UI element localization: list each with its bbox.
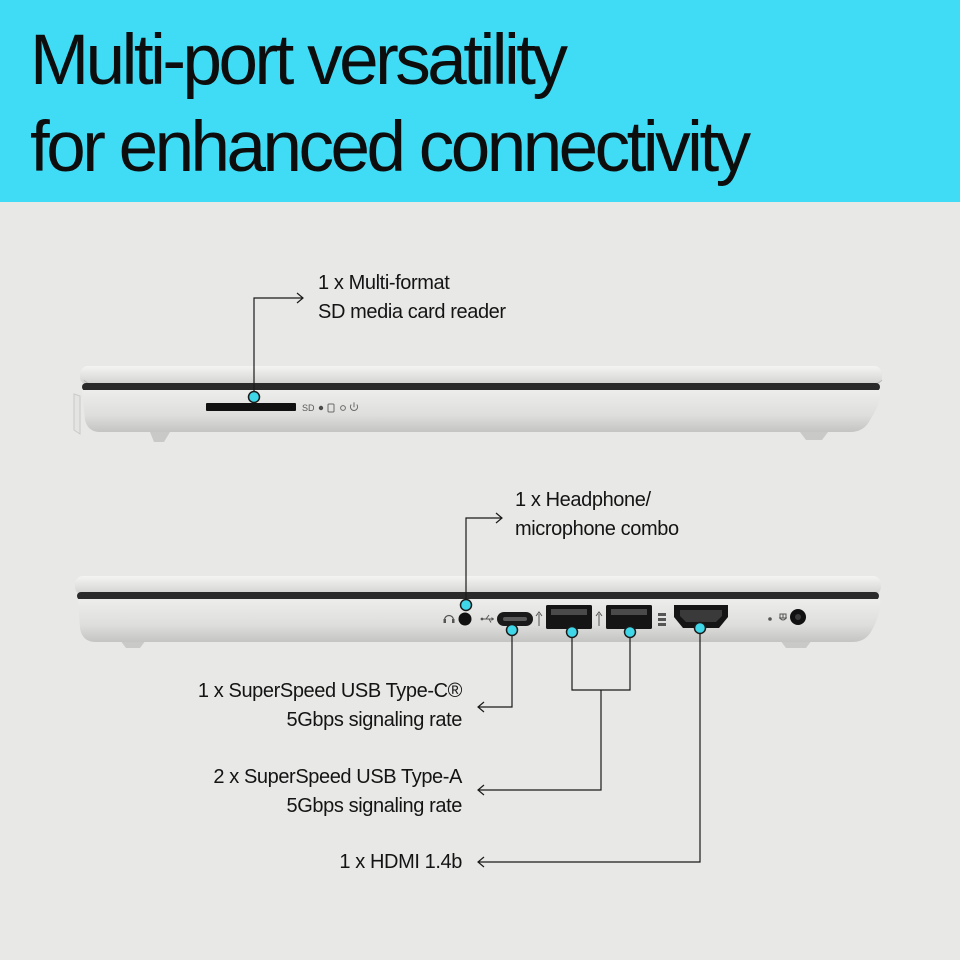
leader-lines — [253, 292, 701, 868]
sd-card-slot — [206, 403, 296, 411]
sd-reader-line-2: SD media card reader — [318, 301, 506, 323]
side-bezel-gap — [77, 592, 879, 600]
sd-leader-arrow — [296, 292, 304, 304]
usb-a-line-2: 5Gbps signaling rate — [286, 795, 463, 817]
headphone-line-1: 1 x Headphone/ — [515, 489, 651, 511]
usb-a-line-1: 2 x SuperSpeed USB Type-A — [213, 766, 462, 788]
hdmi-leader-line — [478, 630, 701, 863]
front-bezel-gap — [82, 383, 880, 391]
headphone-icon — [443, 614, 455, 623]
hdmi-icon — [658, 613, 666, 626]
led-indicator-icon — [318, 405, 324, 411]
side-lid — [75, 576, 881, 595]
usb-c-line-1: 1 x SuperSpeed USB Type-C® — [197, 680, 463, 702]
charging-indicator-icon — [340, 405, 346, 411]
usb-a-leader-arrow — [477, 784, 485, 796]
laptop-side-view — [75, 576, 881, 648]
sd-slot-label: SD — [302, 403, 315, 413]
sd-reader-line-1: 1 x Multi-format — [318, 272, 450, 294]
front-foot-right — [800, 432, 828, 440]
usb-a-marker-2 — [623, 625, 637, 639]
storage-icon — [327, 403, 335, 413]
usb-a-port-2 — [606, 605, 652, 629]
usb-a-port-1 — [546, 605, 592, 629]
headphone-callout: 1 x Headphone/ microphone combo — [515, 486, 679, 544]
sd-leader-line — [253, 297, 303, 397]
laptop-front-view: SD — [73, 366, 883, 442]
usb-c-leader-arrow — [477, 701, 485, 713]
power-led — [768, 617, 772, 621]
usb-a-callout: 2 x SuperSpeed USB Type-A 5Gbps signalin… — [213, 763, 462, 821]
headline-banner: Multi-port versatility for enhanced conn… — [0, 0, 960, 202]
power-icon — [349, 402, 359, 411]
sd-marker — [247, 390, 261, 404]
headphone-leader-arrow — [495, 512, 503, 524]
audio-jack — [458, 612, 472, 626]
side-base — [78, 599, 881, 642]
usb-a-leader-line — [478, 690, 602, 791]
usb-c-marker — [505, 623, 519, 637]
port-markers — [247, 390, 707, 639]
usb-icon — [480, 614, 494, 623]
hdmi-line-1: 1 x HDMI 1.4b — [339, 851, 462, 873]
hdmi-marker — [693, 621, 707, 635]
headline-line-1: Multi-port versatility — [30, 21, 568, 100]
power-adapter-icon — [779, 613, 787, 621]
front-hinge — [73, 393, 81, 435]
superspeed-icon — [535, 611, 543, 626]
usb-c-callout: 1 x SuperSpeed USB Type-C® 5Gbps signali… — [197, 677, 463, 735]
usb-c-leader-line — [478, 630, 513, 708]
superspeed-icon-2 — [595, 611, 603, 626]
front-foot-left — [150, 432, 170, 442]
hdmi-callout: 1 x HDMI 1.4b — [339, 848, 462, 877]
sd-reader-callout: 1 x Multi-format SD media card reader — [318, 269, 506, 327]
usb-c-line-2: 5Gbps signaling rate — [286, 709, 463, 731]
headline-line-2: for enhanced connectivity — [30, 108, 751, 187]
usb-a-marker-1 — [565, 625, 579, 639]
front-lid — [80, 366, 882, 385]
headphone-line-2: microphone combo — [515, 518, 679, 540]
headphone-leader-line — [465, 517, 502, 605]
front-base — [82, 390, 881, 432]
hdmi-leader-arrow — [477, 856, 485, 868]
headphone-marker — [459, 598, 473, 612]
